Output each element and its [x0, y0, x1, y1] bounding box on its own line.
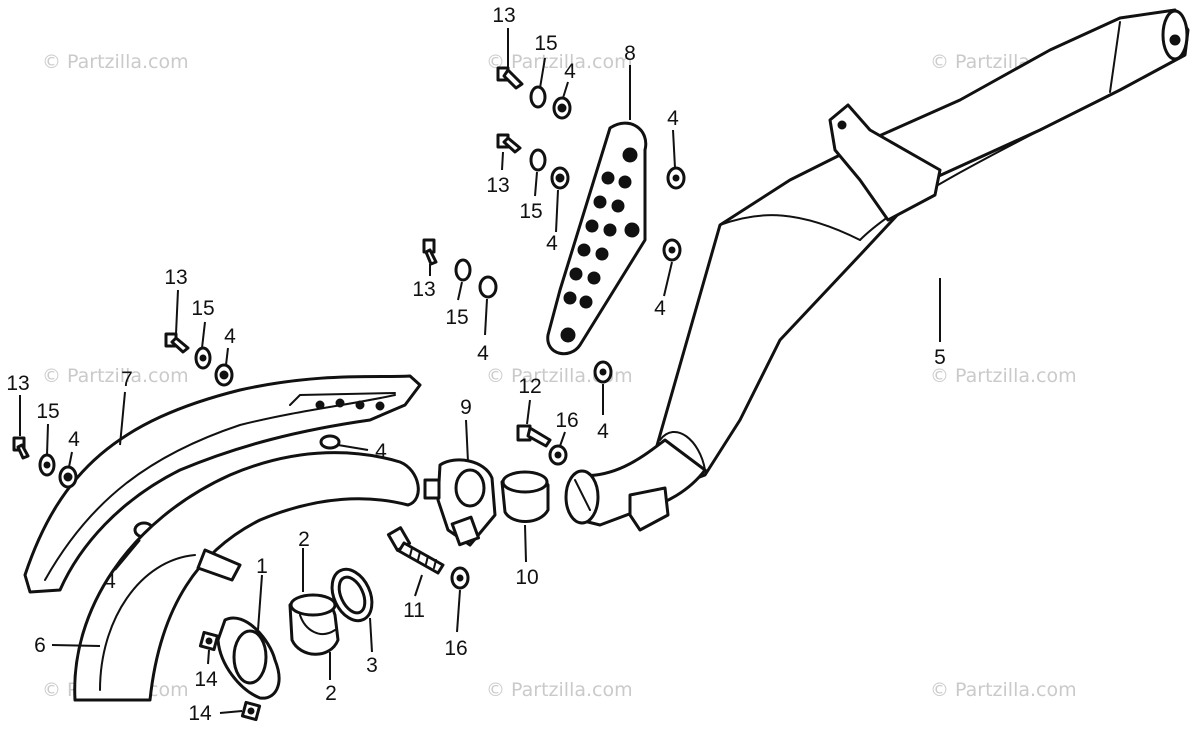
callout-4: 4 [68, 428, 80, 451]
callout-13: 13 [6, 372, 29, 395]
callout-4: 4 [224, 325, 236, 348]
callout-16: 16 [555, 409, 578, 432]
callout-6: 6 [34, 634, 46, 657]
callout-14: 14 [194, 668, 218, 691]
fasteners [12, 66, 686, 722]
callout-4: 4 [597, 420, 609, 443]
callout-4: 4 [477, 342, 489, 365]
sleeve-part-10 [500, 470, 550, 523]
flange-part-1 [216, 616, 281, 700]
watermark: © Partzilla.com [42, 365, 189, 387]
callout-4: 4 [104, 570, 116, 593]
callout-4: 4 [667, 107, 679, 130]
exhaust-pipe-part-6 [73, 451, 420, 702]
callout-13: 13 [486, 174, 509, 197]
collar-part-2 [288, 593, 340, 656]
bolt-part-11 [386, 526, 445, 575]
callout-15: 15 [534, 32, 557, 55]
callout-13: 13 [164, 266, 187, 289]
bolt-part-12 [516, 424, 552, 448]
callout-4: 4 [564, 60, 576, 83]
callout-8: 8 [624, 42, 636, 65]
callout-15: 15 [191, 297, 214, 320]
clamp-part-9 [423, 458, 497, 547]
callout-15: 15 [36, 400, 59, 423]
callout-15: 15 [445, 306, 468, 329]
muffler-inlet-pipe [564, 438, 707, 532]
gasket-part-3 [330, 567, 374, 623]
leader-lines [19, 28, 941, 714]
callout-13: 13 [492, 4, 515, 27]
watermark: © Partzilla.com [42, 51, 189, 73]
callout-9: 9 [460, 396, 472, 419]
callout-5: 5 [934, 346, 946, 369]
callout-2: 2 [298, 528, 310, 551]
muffler-part-5 [648, 8, 1190, 492]
callout-13: 13 [412, 278, 435, 301]
callout-1: 1 [256, 555, 268, 578]
callout-16: 16 [444, 637, 467, 660]
callout-10: 10 [515, 566, 538, 589]
heat-shield-holes [560, 147, 640, 343]
heat-shield-part-7 [23, 374, 422, 594]
heat-shield-part-8 [546, 121, 648, 356]
callout-15: 15 [519, 200, 542, 223]
callout-4: 4 [546, 232, 558, 255]
callout-7: 7 [121, 368, 133, 391]
callout-14: 14 [188, 702, 212, 725]
watermark: © Partzilla.com [486, 679, 633, 701]
callout-3: 3 [366, 654, 378, 677]
callout-12: 12 [518, 375, 541, 398]
callout-4: 4 [654, 297, 666, 320]
callout-4: 4 [375, 440, 387, 463]
watermark: © Partzilla.com [486, 51, 633, 73]
callout-numbers: 13 15 4 8 4 13 15 4 4 13 15 4 4 12 16 9 … [6, 4, 946, 725]
watermark: © Partzilla.com [930, 679, 1077, 701]
watermark: © Partzilla.com [930, 365, 1077, 387]
callout-11: 11 [403, 599, 425, 622]
callout-2: 2 [325, 682, 337, 705]
